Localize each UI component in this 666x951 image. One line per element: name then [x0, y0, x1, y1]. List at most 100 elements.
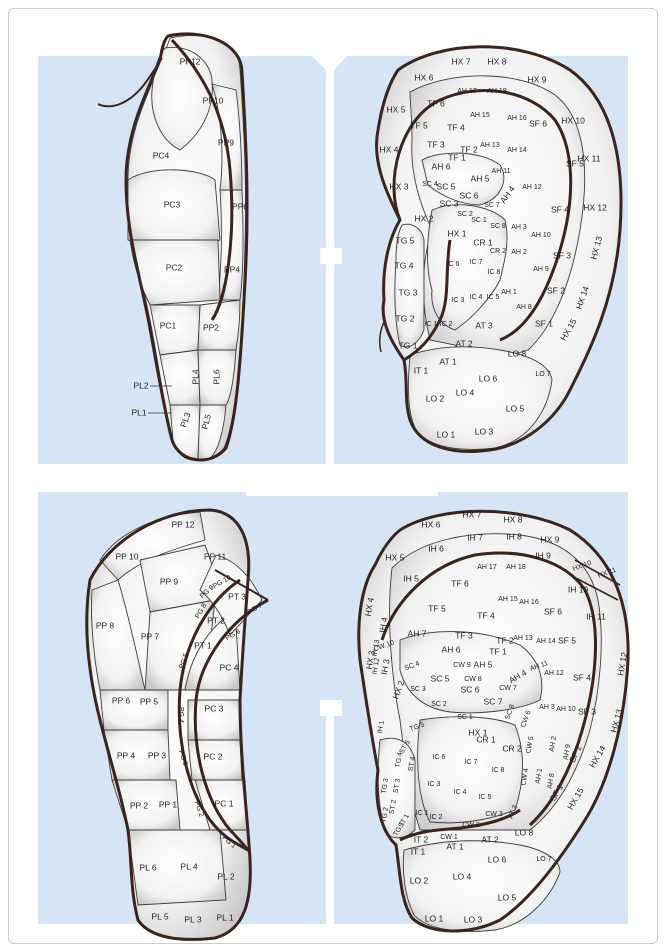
- zone-label: PL1: [131, 407, 146, 417]
- zone-label: PL 1: [216, 912, 233, 922]
- zone-label: LO 7: [535, 371, 550, 378]
- zone-label: PC1: [160, 320, 177, 330]
- zone-label: SC 7: [484, 696, 503, 706]
- zone-label: CW 3: [485, 811, 503, 818]
- zone-label: CR 1: [476, 734, 496, 744]
- zone-label: PL 6: [139, 862, 156, 872]
- zone-label: PP4: [224, 264, 240, 274]
- zone-label: PT 3: [228, 591, 246, 601]
- zone-label: IC 5: [479, 794, 492, 801]
- zone-label: AH 6: [442, 644, 461, 654]
- zone-label: IC 7: [465, 759, 478, 766]
- zone-label: SC 5: [431, 673, 450, 683]
- zone-label: AH 18: [487, 88, 507, 95]
- zone-label: TF 6: [451, 578, 469, 588]
- zone-label: PT 2: [207, 615, 225, 625]
- zone-label: HX 3: [390, 181, 409, 191]
- zone-label: LO 2: [410, 875, 429, 885]
- zone-label: PP10: [203, 95, 224, 105]
- zone-label: IT 1: [411, 846, 426, 856]
- zone-label: HX 1: [448, 228, 467, 238]
- zone-label: IC 8: [492, 767, 505, 774]
- zone-label: HX 2: [415, 213, 434, 223]
- zone-label: AH 13: [480, 142, 500, 149]
- zone-label: AH 5: [471, 173, 490, 183]
- zone-label: PC 3: [205, 703, 224, 713]
- zone-label: HX 9: [541, 534, 560, 544]
- zone-label: CW 2: [462, 822, 480, 829]
- zone-label: SC 4: [422, 181, 438, 188]
- zone-label: HX 8: [504, 514, 523, 524]
- zone-label: IH 10: [568, 584, 589, 594]
- zone-label: LO 3: [464, 914, 483, 924]
- zone-label: PC4: [153, 150, 170, 160]
- zone-label: IH 11: [586, 611, 606, 621]
- zone-label: LO 4: [453, 871, 472, 881]
- zone-label: IC 3: [452, 297, 465, 304]
- zone-label: AH 5: [474, 659, 493, 669]
- zone-label: PP 10: [115, 551, 138, 561]
- zone-label: SC 1: [457, 714, 473, 721]
- zone-label: TF 5: [410, 120, 428, 130]
- zone-label: SC 7: [484, 202, 500, 209]
- zone-label: LO 5: [506, 403, 525, 413]
- zone-label: AH 16: [507, 115, 527, 122]
- zone-label: IT 2: [414, 834, 429, 844]
- zone-label: AH 14: [536, 638, 556, 645]
- zone-label: HX 9: [528, 74, 547, 84]
- zone-label: TG 2: [396, 313, 415, 323]
- zone-label: IC 8: [488, 269, 501, 276]
- zone-label: IC 6: [433, 754, 446, 761]
- zone-label: IC 2: [440, 321, 453, 328]
- zone-label: CW 7: [499, 685, 517, 692]
- zone-label: PP 3: [148, 750, 167, 760]
- zone-label: AH 10: [556, 706, 576, 713]
- zone-label: SC 2: [431, 701, 447, 708]
- zone-label: AT 2: [481, 834, 498, 844]
- zone-label: PP 12: [171, 519, 194, 529]
- zone-label: SC 5: [437, 181, 456, 191]
- zone-label: HX 5: [387, 104, 406, 114]
- zone-label: AH 15: [498, 596, 518, 603]
- zone-label: HX 8: [488, 56, 507, 66]
- zone-label: AH 7: [408, 628, 427, 638]
- zone-label: SC 6: [461, 684, 480, 694]
- zone-label: AH 9: [533, 266, 549, 273]
- zone-label: SF 3: [578, 706, 596, 716]
- zone-label: PC 1: [215, 798, 234, 808]
- zone-label: HX 7: [452, 56, 471, 66]
- zone-label: SF 6: [544, 606, 562, 616]
- zone-label: AH 10: [531, 232, 551, 239]
- zone-label: TF 4: [477, 610, 495, 620]
- zone-label: LO 1: [437, 429, 456, 439]
- zone-label: HX 7: [463, 509, 482, 519]
- zone-label: SF 5: [558, 635, 576, 645]
- zone-label: AH 16: [519, 599, 539, 606]
- zone-label: TF 6: [427, 98, 445, 108]
- zone-label: SF 4: [551, 204, 569, 214]
- zone-label: IH 7: [467, 532, 483, 542]
- zone-label: AH 8: [516, 304, 532, 311]
- zone-label: PC3: [164, 199, 181, 209]
- zone-label: SF 3: [553, 250, 571, 260]
- zone-label: PT 1: [194, 640, 212, 650]
- zone-label: CW 1: [440, 834, 458, 841]
- zone-label: AH 11: [492, 168, 511, 175]
- zone-label: HX 4: [380, 144, 399, 154]
- zone-label: AH 13: [513, 635, 533, 642]
- zone-label: PP 1: [159, 799, 178, 809]
- zone-label: PP6: [232, 201, 248, 211]
- zone-label: SF 1: [535, 318, 553, 328]
- zone-label: SC 1: [471, 217, 487, 224]
- zone-label: SC 8: [490, 223, 506, 230]
- zone-label: PP 2: [130, 800, 149, 810]
- zone-label: SF 4: [573, 672, 591, 682]
- zone-label: PL4: [190, 369, 200, 384]
- zone-label: AT 1: [439, 356, 456, 366]
- zone-label: LO 2: [426, 393, 445, 403]
- zone-label: LO 5: [498, 892, 517, 902]
- zone-label: SC 3: [410, 686, 426, 693]
- zone-label: IC 3: [428, 781, 441, 788]
- zone-label: PL 4: [180, 861, 197, 871]
- zone-label: PP 7: [141, 631, 160, 641]
